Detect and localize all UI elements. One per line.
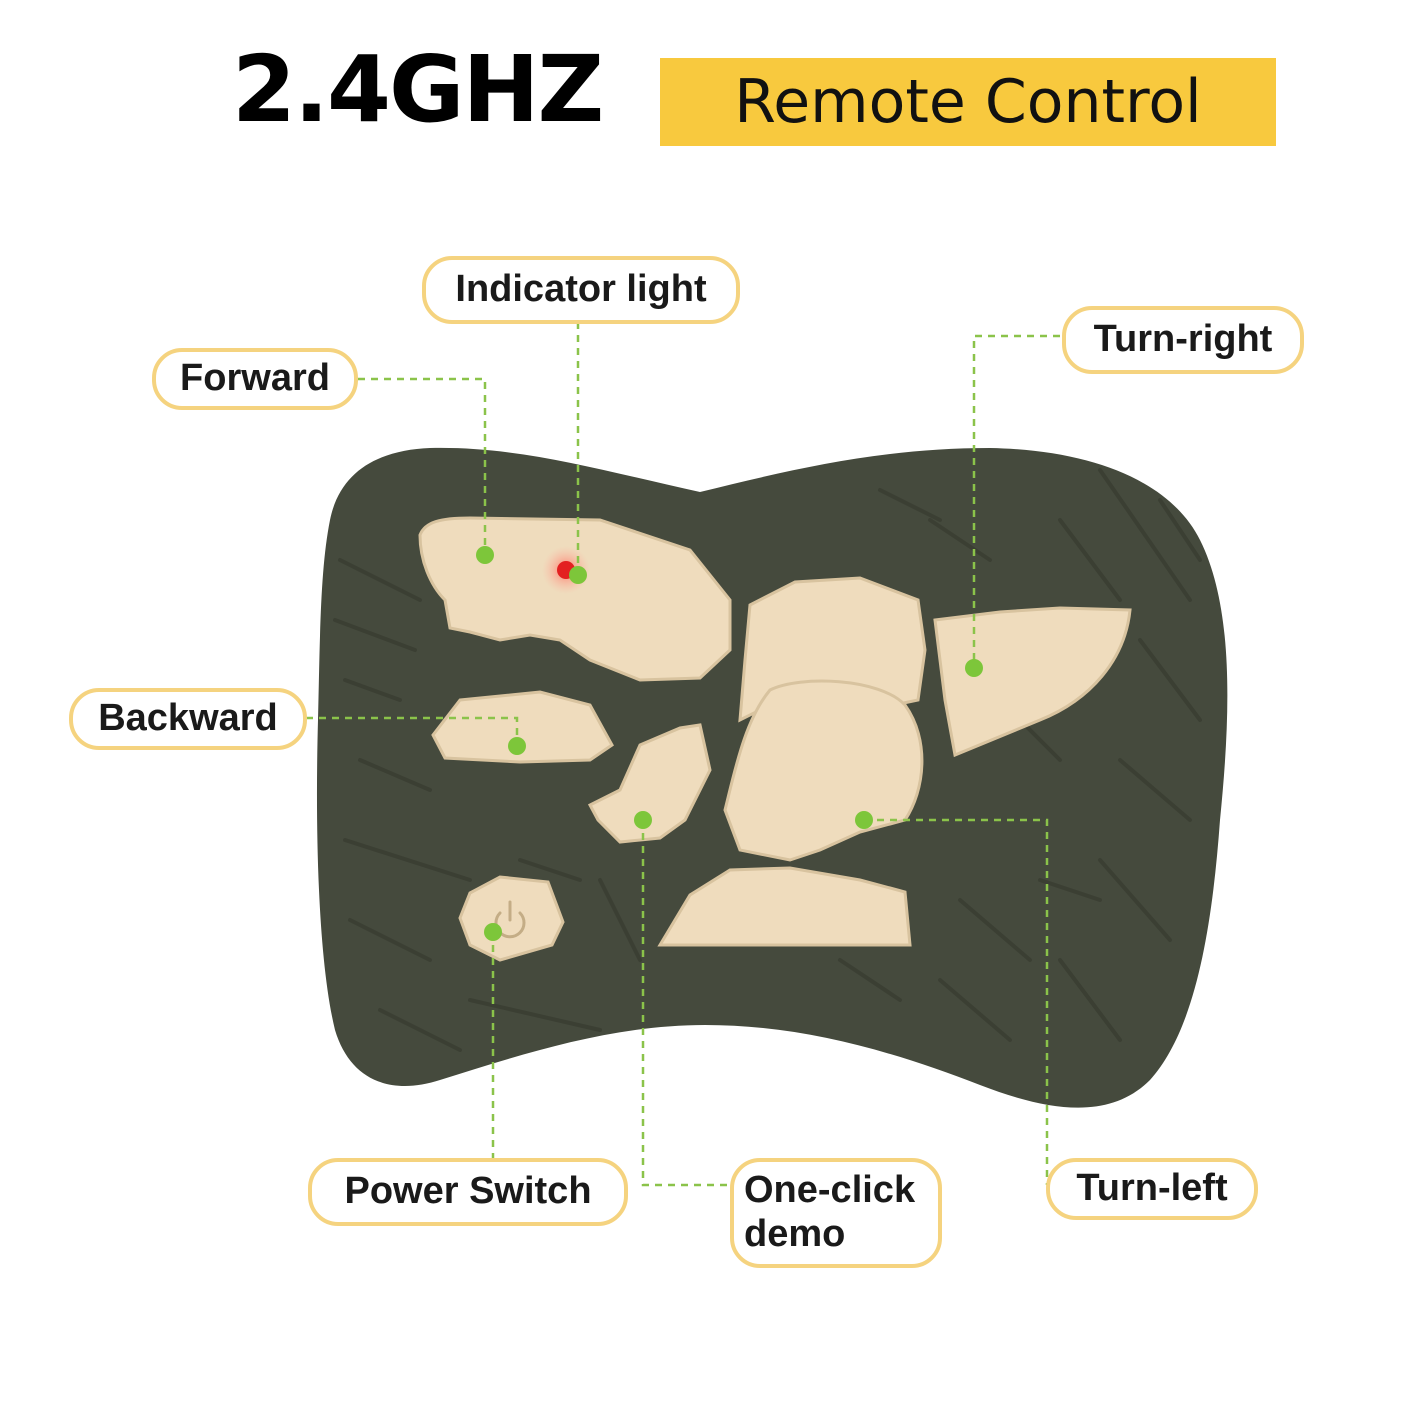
marker-dots [476, 546, 983, 941]
marker-turn-left [855, 811, 873, 829]
leader-turn-left [864, 818, 1049, 1185]
callout-forward: Forward [152, 348, 358, 410]
marker-backward [508, 737, 526, 755]
bone-pieces [418, 516, 1132, 962]
leader-backward [306, 716, 519, 746]
header-badge: Remote Control [660, 58, 1276, 146]
dino-head-piece [418, 516, 732, 682]
callout-indicator-light: Indicator light [422, 256, 740, 324]
callout-power-switch: Power Switch [308, 1158, 628, 1226]
dino-jaw-piece [431, 690, 614, 764]
callout-turn-right: Turn-right [1062, 306, 1304, 374]
dino-tail-piece [933, 606, 1132, 758]
marker-one-click-demo [634, 811, 652, 829]
dino-foot-piece [657, 866, 912, 947]
rock-texture [333, 468, 1202, 1052]
marker-turn-right [965, 659, 983, 677]
header-title: 2.4GHZ [232, 36, 604, 143]
leader-turn-right [972, 334, 1060, 668]
leader-one-click-demo [641, 820, 728, 1187]
power-icon [494, 900, 526, 939]
leader-forward [358, 377, 487, 555]
marker-indicator-light [569, 566, 587, 584]
dino-leg-piece [723, 679, 924, 862]
marker-power-switch [484, 923, 502, 941]
callout-turn-left: Turn-left [1046, 1158, 1258, 1220]
dino-arm-piece [587, 723, 712, 844]
callout-backward: Backward [69, 688, 307, 750]
leader-lines [306, 322, 1060, 1187]
header-subtitle: Remote Control [734, 67, 1202, 137]
callout-one-click-demo: One-click demo [730, 1158, 942, 1268]
marker-forward [476, 546, 494, 564]
